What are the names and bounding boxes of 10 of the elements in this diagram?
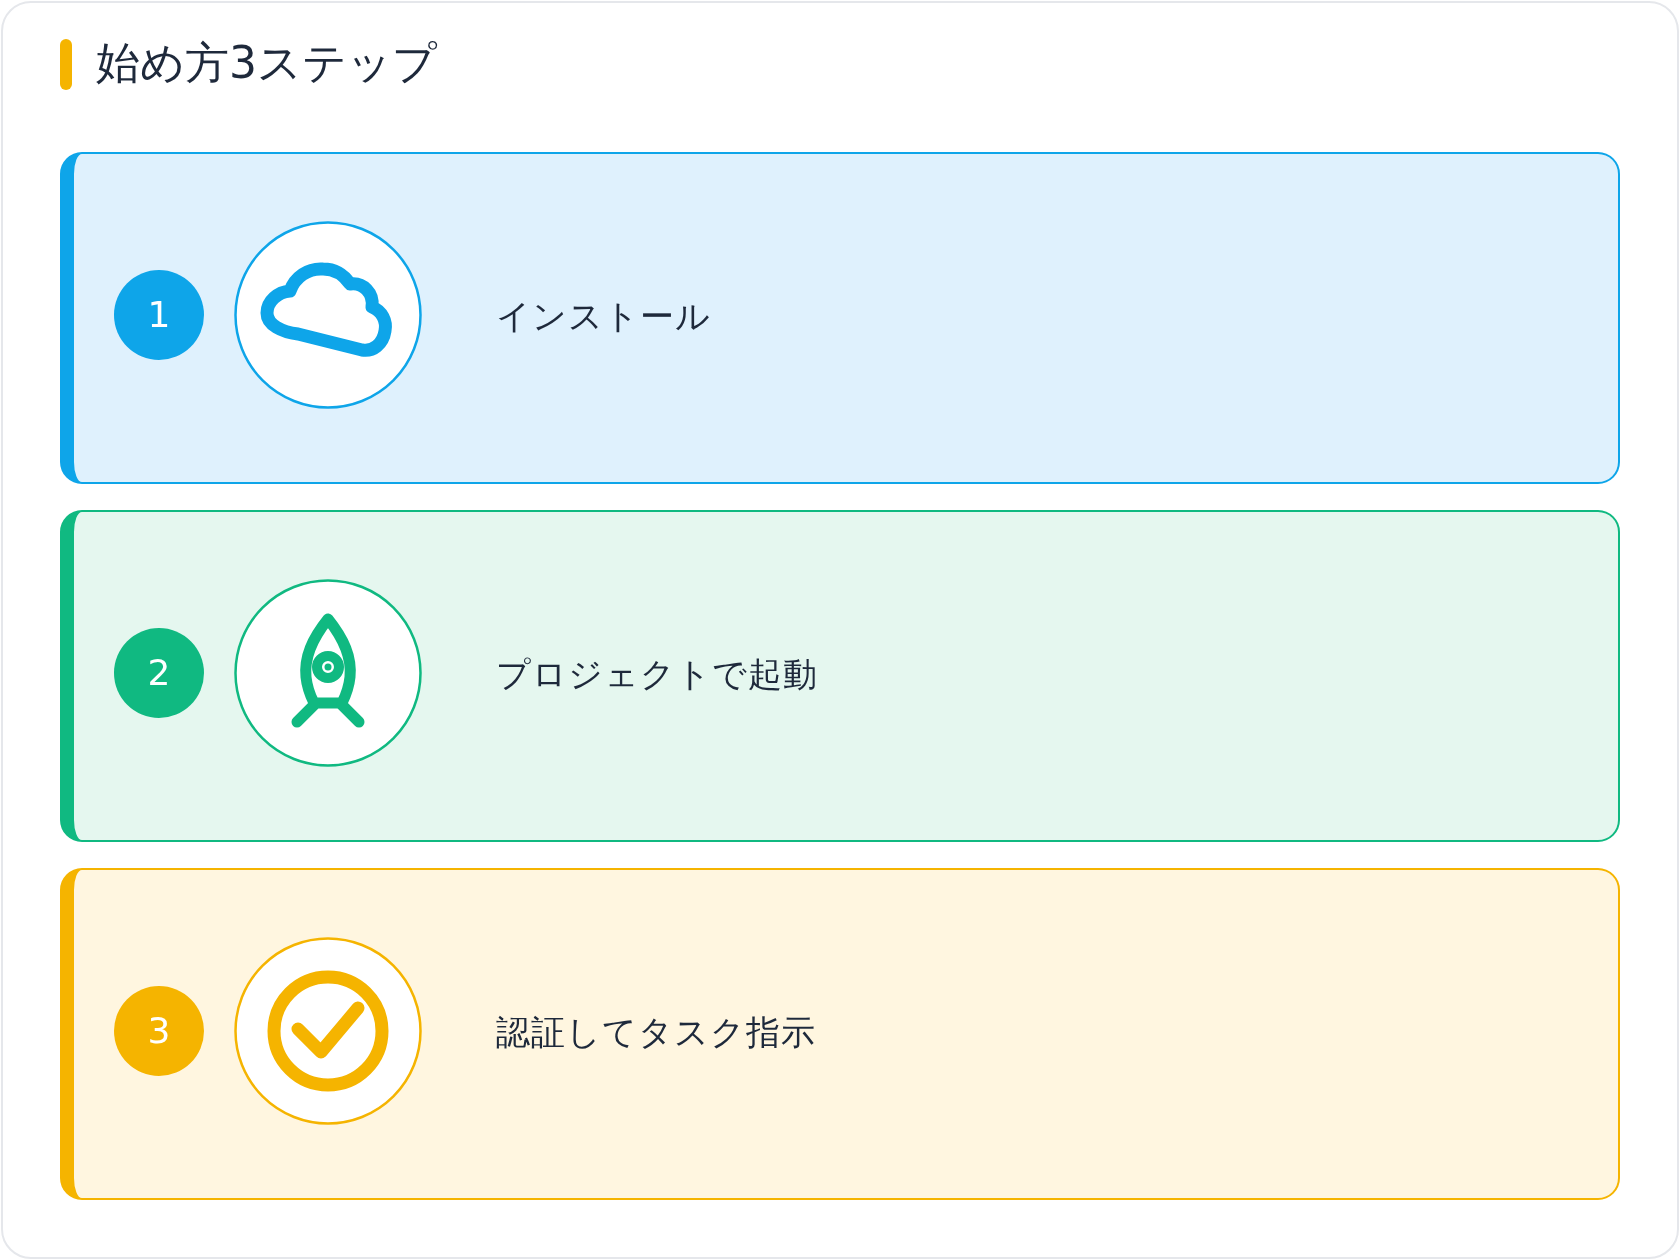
step-number: 2: [114, 628, 204, 718]
step-card: [60, 510, 1620, 842]
step-number: 3: [114, 986, 204, 1076]
step-number: 1: [114, 270, 204, 360]
step-label: インストール: [496, 295, 711, 338]
step-card: [60, 868, 1620, 1200]
step-card: [60, 152, 1620, 484]
title: 始め方3ステップ: [96, 36, 437, 90]
step-label: 認証してタスク指示: [496, 1011, 816, 1054]
step-label: プロジェクトで起動: [496, 653, 818, 696]
